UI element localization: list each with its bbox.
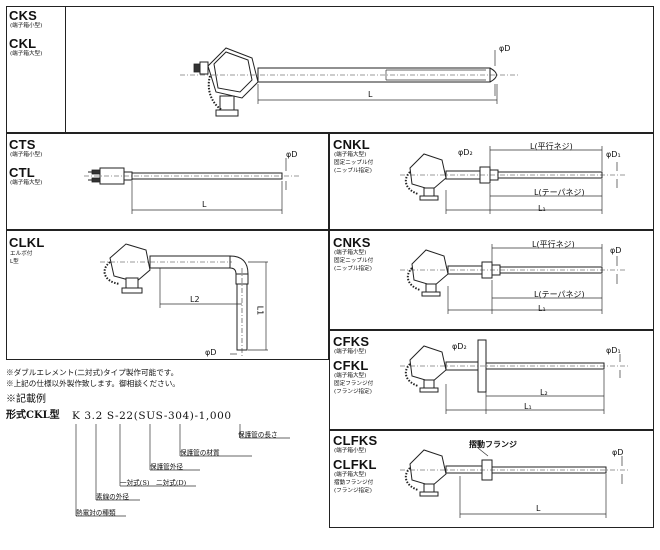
callout-tube-length: 保護管の長さ <box>238 431 278 439</box>
model-code-ctl: CTL <box>9 165 35 180</box>
callout-element-type: 一対式(S) 二対式(D) <box>120 479 187 487</box>
dim-l-parallel-cnks: L(平行ネジ) <box>532 240 575 249</box>
panel-cts-ctl <box>6 133 329 230</box>
dim-l-taper-cnkl: L(テーパネジ) <box>534 188 585 197</box>
dim-phi-d-cts: φD <box>286 150 298 159</box>
example-model-label: 形式CKL型 <box>6 410 60 421</box>
dim-l-cts: L <box>202 200 207 209</box>
model-sub-clfkl-2: 摺動フランジ付 <box>334 480 374 486</box>
dim-l2-cfks: L₂ <box>540 388 548 397</box>
model-sub-cfkl-1: (端子箱大型) <box>334 373 367 379</box>
callout-wire-diameter: 素線の外径 <box>96 493 129 501</box>
model-sub-cnkl-1: (端子箱大型) <box>334 152 367 158</box>
dim-phi-d1-cnkl: φD₁ <box>606 150 621 159</box>
panel-cnkl <box>329 133 654 230</box>
model-sub-cnks-1: (端子箱大型) <box>334 250 367 256</box>
dim-l1-cnkl: L₁ <box>538 204 546 213</box>
model-sub-ctl: (端子箱大型) <box>10 180 43 186</box>
callout-thermocouple-type: 熱電対の種類 <box>76 509 116 517</box>
example-model-code: K 3.2 S-22(SUS-304)-1,000 <box>72 410 232 422</box>
model-sub-cfkl-3: (フランジ指定) <box>334 389 372 395</box>
dim-phi-d-cnks: φD <box>610 246 622 255</box>
dim-phi-d2-cnkl: φD₂ <box>458 148 473 157</box>
dim-l-cks: L <box>368 90 373 99</box>
model-sub-clfks: (端子箱小型) <box>334 448 367 454</box>
model-sub-cnks-2: 固定ニップル付 <box>334 258 374 264</box>
dim-l1-cnks: L₁ <box>538 304 546 313</box>
model-sub-cnkl-2: 固定ニップル付 <box>334 160 374 166</box>
model-sub-cts: (端子箱小型) <box>10 152 43 158</box>
model-sub-cfkl-2: 固定フランジ付 <box>334 381 374 387</box>
model-code-cfkl: CFKL <box>333 358 369 373</box>
panel-clkl <box>6 230 329 360</box>
model-code-clkl: CLKL <box>9 235 45 250</box>
model-code-clfkl: CLFKL <box>333 457 377 472</box>
dim-phi-d2-cfks: φD₂ <box>452 342 467 351</box>
dim-l1-cfks: L₁ <box>524 402 532 411</box>
model-sub-cnkl-3: (ニップル指定) <box>334 168 372 174</box>
model-sub-clkl-1: エルボ付 <box>10 251 33 257</box>
model-sub-cks: (端子箱小型) <box>10 23 43 29</box>
dim-l2-clkl: L2 <box>190 295 200 304</box>
example-heading: ※記載例 <box>6 394 46 405</box>
model-code-cks: CKS <box>9 8 38 23</box>
dim-sliding-flange-clfks: 摺動フランジ <box>469 440 517 449</box>
callout-tube-diameter: 保護管外径 <box>150 463 183 471</box>
model-sub-clkl-2: L型 <box>10 259 19 265</box>
model-sub-clfkl-1: (端子箱大型) <box>334 472 367 478</box>
model-code-ckl: CKL <box>9 36 37 51</box>
dim-l-parallel-cnkl: L(平行ネジ) <box>530 142 573 151</box>
model-sub-clfkl-3: (フランジ指定) <box>334 488 372 494</box>
note-custom-spec: ※上記の仕様以外製作致します。御相談ください。 <box>6 379 180 388</box>
dim-l-clfks: L <box>536 504 541 513</box>
model-code-cnks: CNKS <box>333 235 371 250</box>
panel-cks-ckl-label-cell <box>6 6 66 133</box>
dim-phi-d1-cfks: φD₁ <box>606 346 621 355</box>
dim-phi-d-clkl: φD <box>205 348 217 357</box>
model-code-cnkl: CNKL <box>333 137 370 152</box>
dim-phi-d-clfks: φD <box>612 448 624 457</box>
dim-phi-d-cks: φD <box>499 44 511 53</box>
model-code-cts: CTS <box>9 137 36 152</box>
note-double-element: ※ダブルエレメント(二対式)タイプ製作可能です。 <box>6 368 179 377</box>
model-code-cfks: CFKS <box>333 334 370 349</box>
panel-cfks-cfkl <box>329 330 654 430</box>
model-sub-cnks-3: (ニップル指定) <box>334 266 372 272</box>
model-sub-ckl: (端子箱大型) <box>10 51 43 57</box>
model-code-clfks: CLFKS <box>333 433 378 448</box>
panel-cnks <box>329 230 654 330</box>
model-sub-cfks: (端子箱小型) <box>334 349 367 355</box>
callout-tube-material: 保護管の材質 <box>180 449 220 457</box>
dim-l-taper-cnks: L(テーパネジ) <box>534 290 585 299</box>
